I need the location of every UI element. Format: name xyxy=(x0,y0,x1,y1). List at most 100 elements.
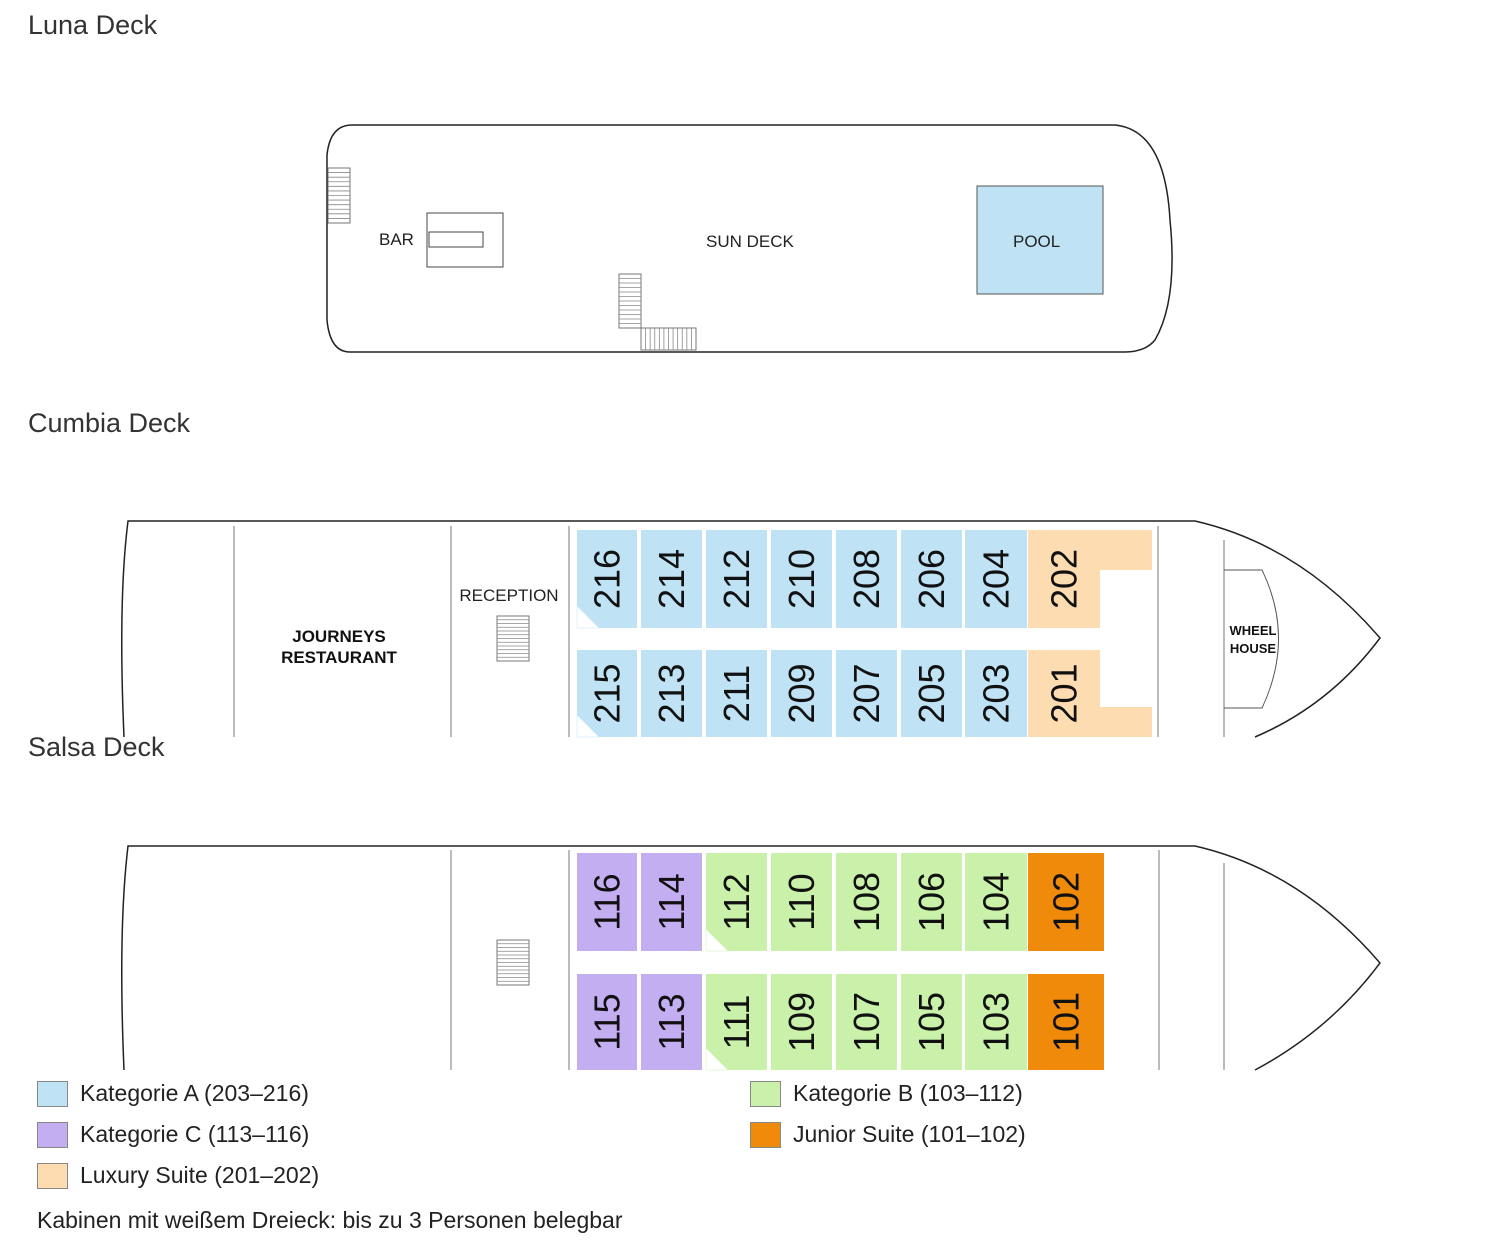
cabin-number: 105 xyxy=(911,992,952,1052)
cabin-number: 108 xyxy=(846,872,887,932)
cabin-shape xyxy=(577,530,637,628)
cabin-shape xyxy=(706,853,767,951)
cumbia-deck-title: Cumbia Deck xyxy=(28,408,191,438)
cabin-214: 214 xyxy=(641,530,702,628)
legend-item-kategorie-c: Kategorie C (113–116) xyxy=(37,1121,309,1148)
luna-stairs-left xyxy=(327,167,351,224)
cabin-number: 101 xyxy=(1046,992,1087,1052)
cabin-201: 201 xyxy=(1028,650,1152,737)
cabin-shape xyxy=(577,650,637,737)
cumbia-deck-hull xyxy=(121,520,1381,738)
cabin-207: 207 xyxy=(836,650,897,737)
legend-swatch xyxy=(750,1080,781,1107)
cabin-212: 212 xyxy=(706,530,767,628)
cabin-number: 104 xyxy=(976,872,1017,932)
legend-swatch xyxy=(37,1121,68,1148)
cabin-number: 212 xyxy=(716,549,757,609)
cabin-number: 107 xyxy=(846,992,887,1052)
cabin-number: 210 xyxy=(781,549,822,609)
cabin-shape xyxy=(706,650,767,737)
cabin-number: 116 xyxy=(587,873,628,930)
cabin-215: 215 xyxy=(576,650,637,738)
reception-label: RECEPTION xyxy=(459,586,558,605)
legend-item-junior-suite: Junior Suite (101–102) xyxy=(750,1121,1026,1148)
cabin-shape xyxy=(706,974,767,1070)
cabin-shape xyxy=(965,974,1027,1070)
cabin-shape xyxy=(836,530,897,628)
cabin-114: 114 xyxy=(641,853,702,951)
cabin-113: 113 xyxy=(641,974,702,1070)
cabin-206: 206 xyxy=(901,530,962,628)
legend-item-kategorie-a: Kategorie A (203–216) xyxy=(37,1080,309,1107)
cabin-number: 206 xyxy=(911,549,952,609)
cabin-104: 104 xyxy=(965,853,1027,951)
cabin-shape xyxy=(1028,530,1152,628)
cabin-shape xyxy=(771,974,832,1070)
cabin-shape xyxy=(901,530,962,628)
white-triangle-marker xyxy=(705,1047,729,1071)
cabin-202: 202 xyxy=(1028,530,1152,628)
legend-label: Kategorie C (113–116) xyxy=(80,1121,310,1147)
cabin-shape xyxy=(641,530,702,628)
cabin-shape xyxy=(641,650,702,737)
luna-stairs-center xyxy=(618,273,697,351)
cabin-110: 110 xyxy=(771,853,832,951)
cabin-shape xyxy=(771,530,832,628)
cabin-106: 106 xyxy=(901,853,962,951)
cabin-109: 109 xyxy=(771,974,832,1070)
cabin-shape xyxy=(901,650,962,737)
cabin-209: 209 xyxy=(771,650,832,737)
cabin-103: 103 xyxy=(965,974,1027,1070)
cabin-number: 112 xyxy=(716,873,757,930)
cabin-number: 209 xyxy=(781,663,822,723)
restaurant-label: RESTAURANT xyxy=(281,648,397,667)
cabin-shape xyxy=(836,853,897,951)
cabin-number: 115 xyxy=(587,993,628,1050)
cabin-shape xyxy=(771,853,832,951)
cabin-number: 208 xyxy=(846,549,887,609)
salsa-deck-hull xyxy=(121,845,1381,1071)
salsa-deck-title: Salsa Deck xyxy=(28,732,165,762)
cabin-204: 204 xyxy=(965,530,1027,628)
cabin-shape xyxy=(1028,650,1152,737)
white-triangle-marker xyxy=(576,605,600,629)
cabin-107: 107 xyxy=(836,974,897,1070)
bar-counter-inner xyxy=(428,231,484,248)
sun-deck-label: SUN DECK xyxy=(706,232,795,251)
cabin-102: 102 xyxy=(1028,853,1104,951)
cabin-101: 101 xyxy=(1028,974,1104,1070)
bar-label: BAR xyxy=(379,230,414,249)
wheelhouse-label: HOUSE xyxy=(1230,641,1277,656)
cabin-number: 201 xyxy=(1044,663,1085,723)
cumbia-deck-plan: JOURNEYS RESTAURANT RECEPTION WHEEL HOUS… xyxy=(121,520,1381,738)
cabin-number: 103 xyxy=(976,992,1017,1052)
cabin-number: 109 xyxy=(781,992,822,1052)
cabin-number: 214 xyxy=(651,549,692,609)
cabin-number: 102 xyxy=(1046,872,1087,932)
legend-label: Kategorie A (203–216) xyxy=(80,1080,309,1106)
legend-item-luxury-suite: Luxury Suite (201–202) xyxy=(37,1162,319,1189)
cabin-number: 211 xyxy=(716,665,757,722)
cabin-shape xyxy=(641,974,702,1070)
cabin-216: 216 xyxy=(576,530,637,629)
cabin-shape xyxy=(1028,974,1104,1070)
luna-deck-title: Luna Deck xyxy=(28,10,158,40)
cabin-shape xyxy=(641,853,702,951)
cabin-number: 202 xyxy=(1044,549,1085,609)
cabin-108: 108 xyxy=(836,853,897,951)
cumbia-stairs xyxy=(496,615,530,662)
wheelhouse-label: WHEEL xyxy=(1230,623,1277,638)
cabin-116: 116 xyxy=(577,853,637,951)
cabin-205: 205 xyxy=(901,650,962,737)
luna-deck-hull xyxy=(326,124,1173,353)
cabin-number: 106 xyxy=(911,872,952,932)
cabin-shape xyxy=(965,530,1027,628)
cabin-shape xyxy=(1028,853,1104,951)
pool xyxy=(976,185,1104,295)
cabin-111: 111 xyxy=(705,974,767,1071)
cabin-shape xyxy=(836,974,897,1070)
legend-label: Kategorie B (103–112) xyxy=(793,1080,1023,1106)
